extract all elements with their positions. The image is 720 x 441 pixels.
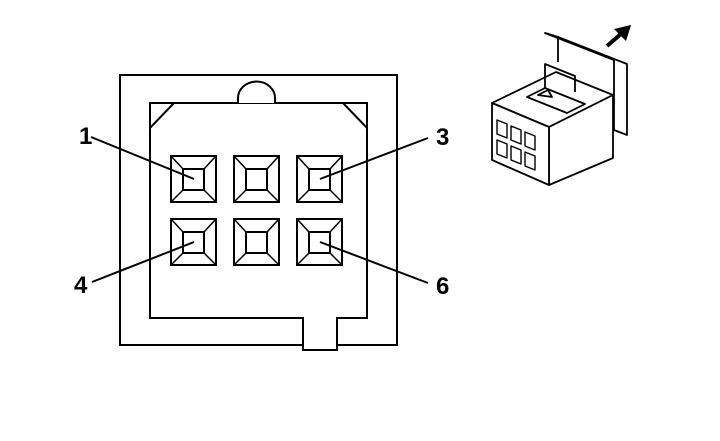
leader-line-pin-3 [319,137,429,180]
connector-isometric-view [491,32,628,186]
connector-face-view [119,74,398,351]
pin-cell-6 [296,218,343,266]
pin-label-6: 6 [436,273,449,300]
corner-chamfer-right [340,102,368,131]
pin-cell-2 [233,155,280,203]
leader-line-pin-6 [319,241,429,284]
leader-line-pin-1 [90,136,195,180]
isometric-latch-tab [537,89,553,98]
pin-cell-3 [296,155,343,203]
isometric-pin-cavities [496,119,536,171]
pin-label-3: 3 [436,124,449,151]
pin-label-1: 1 [79,123,92,150]
pin-label-4: 4 [74,272,88,299]
direction-arrow-icon [605,25,631,48]
connector-latch [237,80,276,103]
pin-cell-5 [233,218,280,266]
corner-chamfer-left [149,102,177,131]
leader-line-pin-4 [91,241,195,283]
